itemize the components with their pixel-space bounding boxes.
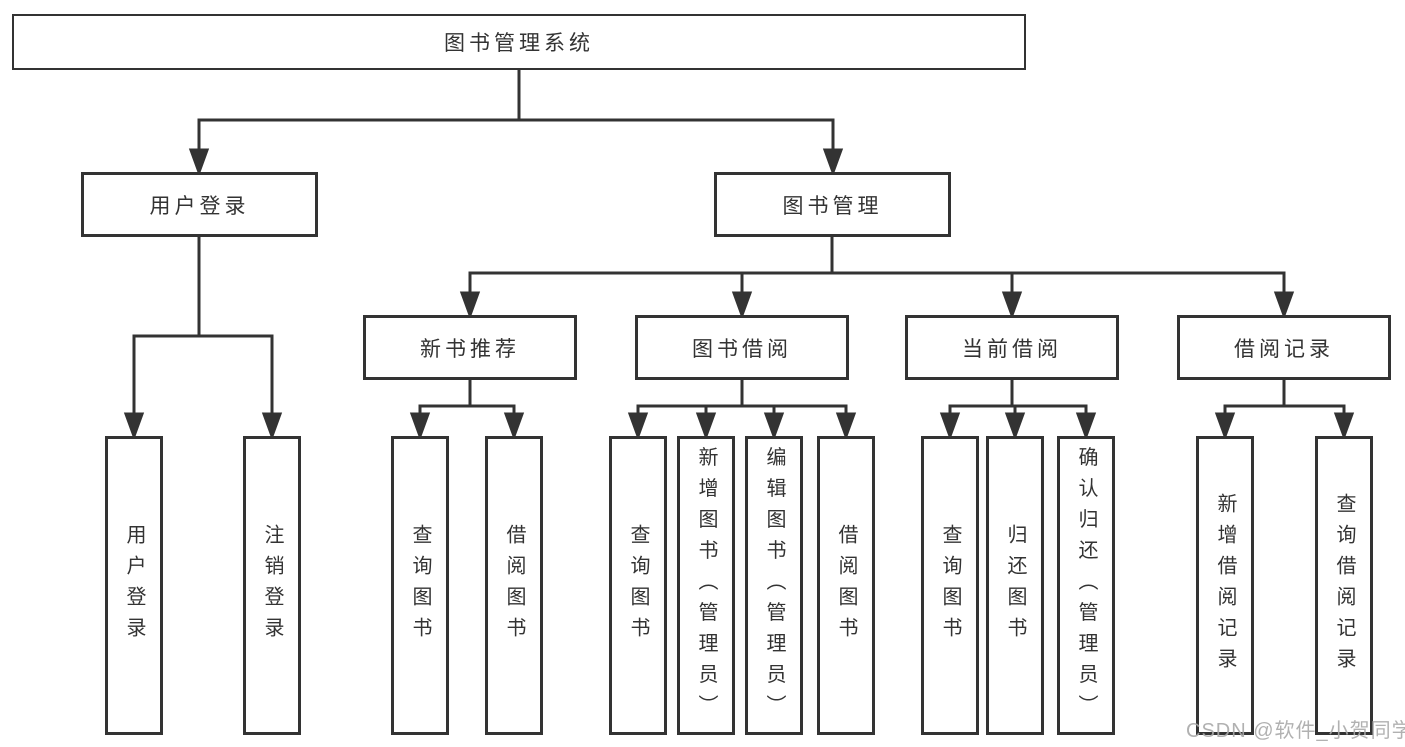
node-borrow-records-label: 借阅记录 xyxy=(1234,337,1334,361)
leaf-return-book-label: 归还图书 xyxy=(1004,523,1026,648)
leaf-confirm-return-admin: 确认归还（管理员） xyxy=(1057,436,1115,735)
connector-book-borrow xyxy=(627,380,857,441)
leaf-query-books-current-label: 查询图书 xyxy=(939,523,961,648)
leaf-query-borrow-record-label: 查询借阅记录 xyxy=(1333,492,1355,679)
leaf-query-borrow-record: 查询借阅记录 xyxy=(1315,436,1373,735)
leaf-query-books-current: 查询图书 xyxy=(921,436,979,735)
connector-borrow-records xyxy=(1214,380,1355,441)
leaf-add-book-admin: 新增图书（管理员） xyxy=(677,436,735,735)
connector-user-login xyxy=(123,237,283,441)
node-book-management: 图书管理 xyxy=(714,172,951,237)
leaf-user-login-label: 用户登录 xyxy=(123,523,145,648)
node-current-borrow: 当前借阅 xyxy=(905,315,1119,380)
node-book-borrow: 图书借阅 xyxy=(635,315,849,380)
node-root-label: 图书管理系统 xyxy=(444,32,594,55)
leaf-add-borrow-record: 新增借阅记录 xyxy=(1196,436,1254,735)
node-book-management-label: 图书管理 xyxy=(782,194,883,218)
connector-new-book-recommend xyxy=(409,380,525,441)
node-root: 图书管理系统 xyxy=(12,14,1026,70)
leaf-user-login: 用户登录 xyxy=(105,436,163,735)
connector-current-borrow xyxy=(939,380,1097,441)
node-borrow-records: 借阅记录 xyxy=(1177,315,1391,380)
leaf-query-books-borrow: 查询图书 xyxy=(609,436,667,735)
node-current-borrow-label: 当前借阅 xyxy=(962,337,1062,361)
connector-book-management xyxy=(459,237,1295,320)
leaf-add-borrow-record-label: 新增借阅记录 xyxy=(1214,492,1236,679)
leaf-edit-book-admin-label: 编辑图书（管理员） xyxy=(763,446,785,725)
node-new-book-recommend-label: 新书推荐 xyxy=(420,337,520,361)
leaf-logout-label: 注销登录 xyxy=(261,523,283,648)
leaf-borrow-books-recommend-label: 借阅图书 xyxy=(503,523,525,648)
leaf-borrow-books-recommend: 借阅图书 xyxy=(485,436,543,735)
leaf-query-books-recommend-label: 查询图书 xyxy=(409,523,431,648)
connector-root xyxy=(188,70,844,177)
leaf-query-books-recommend: 查询图书 xyxy=(391,436,449,735)
csdn-watermark: CSDN @软件_小贺同学 xyxy=(1186,720,1405,742)
leaf-query-books-borrow-label: 查询图书 xyxy=(627,523,649,648)
leaf-edit-book-admin: 编辑图书（管理员） xyxy=(745,436,803,735)
leaf-confirm-return-admin-label: 确认归还（管理员） xyxy=(1075,446,1097,725)
leaf-borrow-books-2: 借阅图书 xyxy=(817,436,875,735)
leaf-add-book-admin-label: 新增图书（管理员） xyxy=(695,446,717,725)
leaf-return-book: 归还图书 xyxy=(986,436,1044,735)
node-new-book-recommend: 新书推荐 xyxy=(363,315,577,380)
node-book-borrow-label: 图书借阅 xyxy=(692,337,792,361)
node-user-login-label: 用户登录 xyxy=(149,194,250,218)
leaf-borrow-books-2-label: 借阅图书 xyxy=(835,523,857,648)
node-user-login: 用户登录 xyxy=(81,172,318,237)
leaf-logout: 注销登录 xyxy=(243,436,301,735)
